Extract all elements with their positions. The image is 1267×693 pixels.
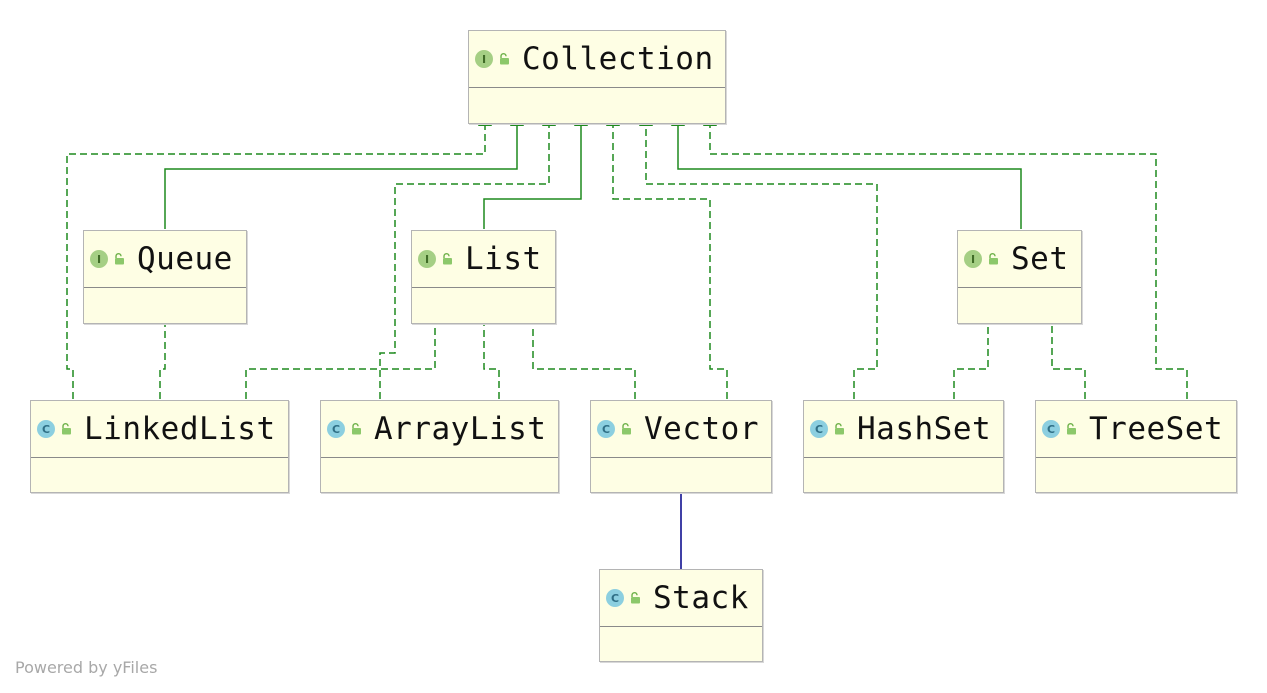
node-title: Queue <box>137 240 233 277</box>
node-linkedlist[interactable]: C LinkedList <box>30 400 289 493</box>
unlock-icon <box>442 250 453 269</box>
edge-queue-to-collection <box>164 111 524 229</box>
node-header: C LinkedList <box>31 401 288 458</box>
edge-treeset-to-set <box>1045 310 1086 399</box>
node-collection[interactable]: I Collection <box>468 30 726 124</box>
edge-list-to-collection <box>483 111 588 229</box>
unlock-icon <box>988 250 999 269</box>
edge-set-to-collection <box>671 111 1022 229</box>
interface-icon: I <box>90 250 108 268</box>
node-title: Set <box>1011 240 1069 277</box>
interface-icon: I <box>418 250 436 268</box>
node-title: LinkedList <box>84 410 276 447</box>
edge-arraylist-to-collection <box>379 111 556 399</box>
unlock-icon <box>61 420 72 439</box>
unlock-icon <box>1066 420 1077 439</box>
unlock-icon <box>630 589 641 608</box>
node-header: C Stack <box>600 570 762 627</box>
node-list[interactable]: I List <box>411 230 556 324</box>
node-stack[interactable]: C Stack <box>599 569 763 662</box>
node-header: I Collection <box>469 31 725 88</box>
node-title: Vector <box>644 410 759 447</box>
interface-icon: I <box>964 250 982 268</box>
node-title: TreeSet <box>1089 410 1224 447</box>
edge-vector-to-collection <box>606 111 728 399</box>
edge-hashset-to-collection <box>639 111 878 399</box>
unlock-icon <box>499 50 510 69</box>
edge-arraylist-to-list <box>477 310 500 399</box>
node-arraylist[interactable]: C ArrayList <box>320 400 559 493</box>
unlock-icon <box>621 420 632 439</box>
edge-hashset-to-set <box>953 310 995 399</box>
node-treeset[interactable]: C TreeSet <box>1035 400 1237 493</box>
node-title: Stack <box>653 579 749 616</box>
edge-linkedlist-to-collection <box>66 111 492 399</box>
unlock-icon <box>834 420 845 439</box>
node-queue[interactable]: I Queue <box>83 230 247 324</box>
node-title: ArrayList <box>374 410 547 447</box>
node-title: List <box>465 240 542 277</box>
edge-vector-to-list <box>526 310 636 399</box>
node-header: C Vector <box>591 401 771 458</box>
edge-linkedlist-to-list <box>245 310 442 399</box>
node-hashset[interactable]: C HashSet <box>803 400 1004 493</box>
class-icon: C <box>1042 420 1060 438</box>
node-header: C TreeSet <box>1036 401 1236 458</box>
edge-treeset-to-collection <box>703 111 1188 399</box>
node-header: I Queue <box>84 231 246 288</box>
class-icon: C <box>597 420 615 438</box>
class-icon: C <box>606 589 624 607</box>
node-header: C ArrayList <box>321 401 558 458</box>
node-vector[interactable]: C Vector <box>590 400 772 493</box>
class-icon: C <box>810 420 828 438</box>
unlock-icon <box>114 250 125 269</box>
edge-linkedlist-to-queue <box>158 310 172 399</box>
class-icon: C <box>327 420 345 438</box>
interface-icon: I <box>475 50 493 68</box>
unlock-icon <box>351 420 362 439</box>
node-header: I List <box>412 231 555 288</box>
node-header: I Set <box>958 231 1081 288</box>
node-header: C HashSet <box>804 401 1003 458</box>
node-title: HashSet <box>857 410 992 447</box>
powered-by-footer: Powered by yFiles <box>15 658 158 677</box>
class-icon: C <box>37 420 55 438</box>
node-title: Collection <box>522 40 714 77</box>
node-set[interactable]: I Set <box>957 230 1082 324</box>
